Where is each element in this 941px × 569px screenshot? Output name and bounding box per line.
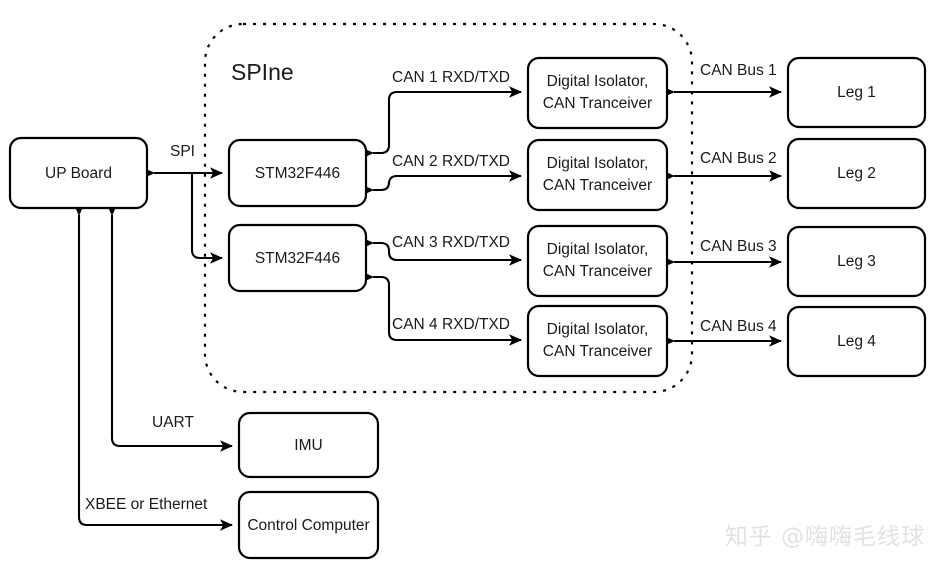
digital-isolator-2-label-line1: Digital Isolator,	[547, 155, 649, 172]
leg-1-label: Leg 1	[837, 84, 876, 101]
node-leg-4[interactable]: Leg 4	[786, 305, 927, 378]
digital-isolator-3-label-line1: Digital Isolator,	[547, 241, 649, 258]
edge-label-can-bus-4: CAN Bus 4	[700, 318, 777, 335]
node-digital-isolator-3[interactable]: Digital Isolator, CAN Tranceiver	[526, 224, 669, 298]
node-imu[interactable]: IMU	[237, 411, 380, 479]
connector-can4	[361, 271, 523, 346]
digital-isolator-2-rect	[526, 138, 669, 212]
node-leg-2[interactable]: Leg 2	[786, 137, 927, 210]
watermark: 知乎 @嗨嗨毛线球	[724, 524, 925, 550]
leg-2-rect	[786, 137, 927, 210]
leg-4-rect	[786, 305, 927, 378]
stm32f446-1-label: STM32F446	[255, 165, 340, 182]
digital-isolator-4-label-line1: Digital Isolator,	[547, 321, 649, 338]
connector-can3	[361, 237, 523, 266]
connector-spi-mcu2	[190, 173, 224, 264]
digital-isolator-3-rect	[526, 224, 669, 298]
control-computer-rect	[237, 490, 380, 560]
imu-rect	[237, 411, 380, 479]
leg-4-label: Leg 4	[837, 333, 876, 350]
node-stm32f446-2[interactable]: STM32F446	[227, 223, 368, 293]
edge-label-uart: UART	[152, 414, 194, 431]
edge-label-can2: CAN 2 RXD/TXD	[392, 153, 510, 170]
connector-can2	[361, 170, 523, 196]
stm32f446-2-rect	[227, 223, 368, 293]
edge-label-spi: SPI	[170, 143, 195, 160]
leg-3-label: Leg 3	[837, 253, 876, 270]
node-up-board[interactable]: UP Board	[8, 136, 149, 210]
node-stm32f446-1[interactable]: STM32F446	[227, 138, 368, 208]
up-board-label: UP Board	[45, 165, 112, 182]
stm32f446-1-rect	[227, 138, 368, 208]
connector-uart	[106, 203, 234, 452]
control-computer-label: Control Computer	[247, 517, 369, 534]
digital-isolator-3-label-line2: CAN Tranceiver	[543, 263, 652, 280]
edge-label-can-bus-1: CAN Bus 1	[700, 62, 777, 79]
edge-label-can-bus-3: CAN Bus 3	[700, 238, 777, 255]
node-digital-isolator-1[interactable]: Digital Isolator, CAN Tranceiver	[526, 56, 669, 130]
node-digital-isolator-4[interactable]: Digital Isolator, CAN Tranceiver	[526, 304, 669, 378]
connector-can1	[361, 86, 523, 159]
digital-isolator-1-label-line2: CAN Tranceiver	[543, 95, 652, 112]
spine-group-label: SPIne	[231, 59, 294, 85]
digital-isolator-1-label-line1: Digital Isolator,	[547, 73, 649, 90]
leg-2-label: Leg 2	[837, 165, 876, 182]
node-leg-1[interactable]: Leg 1	[786, 56, 927, 129]
connector-xbee-ethernet	[73, 203, 234, 531]
edge-label-can3: CAN 3 RXD/TXD	[392, 234, 510, 251]
digital-isolator-1-rect	[526, 56, 669, 130]
up-board-rect	[8, 136, 149, 210]
digital-isolator-2-label-line2: CAN Tranceiver	[543, 177, 652, 194]
leg-1-rect	[786, 56, 927, 129]
leg-3-rect	[786, 225, 927, 298]
edge-label-can4: CAN 4 RXD/TXD	[392, 316, 510, 333]
stm32f446-2-label: STM32F446	[255, 250, 340, 267]
node-leg-3[interactable]: Leg 3	[786, 225, 927, 298]
node-digital-isolator-2[interactable]: Digital Isolator, CAN Tranceiver	[526, 138, 669, 212]
edge-label-xbee-ethernet: XBEE or Ethernet	[85, 496, 208, 513]
digital-isolator-4-label-line2: CAN Tranceiver	[543, 343, 652, 360]
digital-isolator-4-rect	[526, 304, 669, 378]
edge-label-can-bus-2: CAN Bus 2	[700, 150, 777, 167]
node-control-computer[interactable]: Control Computer	[237, 490, 380, 560]
edge-label-can1: CAN 1 RXD/TXD	[392, 69, 510, 86]
imu-label: IMU	[294, 437, 322, 454]
